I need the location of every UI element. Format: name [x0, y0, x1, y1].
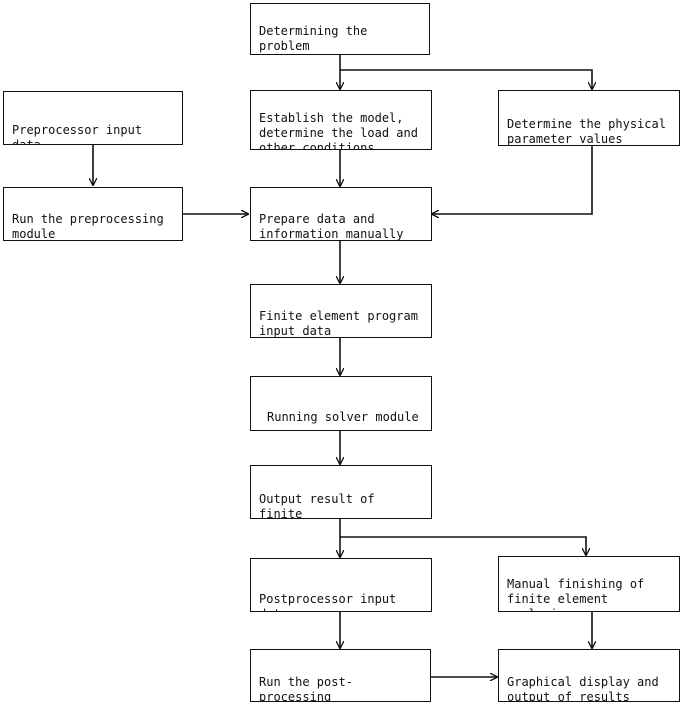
box-run-preprocessing-label: Run the preprocessing module — [12, 212, 164, 241]
box-graphical-display: Graphical display and output of results — [498, 649, 680, 702]
box-problem-properties-label: Determining the problem properties — [259, 24, 368, 53]
box-run-preprocessing: Run the preprocessing module — [3, 187, 183, 241]
box-establish-model: Establish the model, determine the load … — [250, 90, 432, 150]
box-fe-program-input: Finite element program input data — [250, 284, 432, 338]
box-establish-model-label: Establish the model, determine the load … — [259, 111, 418, 150]
arrow-problem-to-physical — [340, 69, 592, 89]
box-fe-program-input-label: Finite element program input data — [259, 309, 418, 338]
box-run-postprocessing-label: Run the post-processing module — [259, 675, 353, 702]
box-prepare-data-label: Prepare data and information manually — [259, 212, 404, 241]
box-postprocessor-input-label: Postprocessor input data — [259, 592, 397, 611]
box-preprocessor-input-label: Preprocessor input data — [12, 123, 143, 145]
box-preprocessor-input: Preprocessor input data — [3, 91, 183, 145]
arrow-output-to-manual — [340, 536, 586, 555]
box-run-postprocessing: Run the post-processing module — [250, 649, 431, 702]
box-output-result-label: Output result of finite element analysis — [259, 492, 375, 519]
box-manual-finishing: Manual finishing of finite element analy… — [498, 556, 680, 612]
box-physical-parameters: Determine the physical parameter values — [498, 90, 680, 146]
arrow-physical-to-prepare — [432, 146, 593, 214]
box-running-solver: Running solver module — [250, 376, 432, 431]
box-problem-properties: Determining the problem properties — [250, 3, 430, 55]
box-running-solver-label: Running solver module — [267, 410, 419, 424]
box-output-result: Output result of finite element analysis — [250, 465, 432, 519]
box-postprocessor-input: Postprocessor input data — [250, 558, 432, 612]
box-physical-parameters-label: Determine the physical parameter values — [507, 117, 666, 146]
box-graphical-display-label: Graphical display and output of results — [507, 675, 659, 702]
box-prepare-data: Prepare data and information manually — [250, 187, 432, 241]
box-manual-finishing-label: Manual finishing of finite element analy… — [507, 577, 645, 611]
